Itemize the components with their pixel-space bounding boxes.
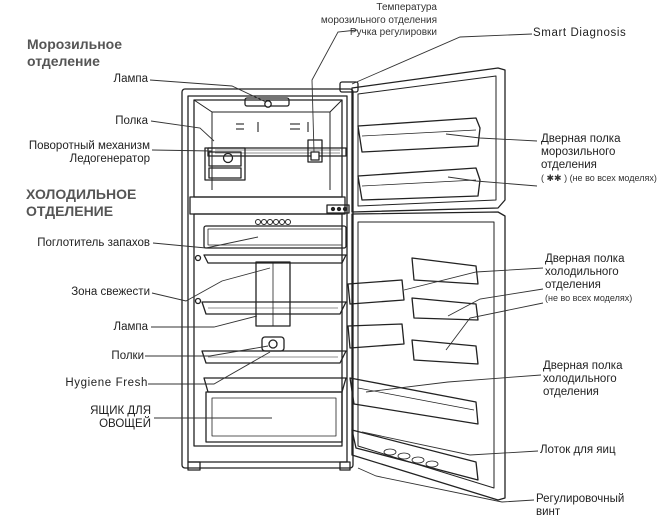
label-fridge-door-shelf-a: Дверная полка холодильного отделения (не… xyxy=(545,253,632,305)
label-temp-line1: Температура xyxy=(376,2,437,13)
fridge-door-bin-left-2 xyxy=(347,323,405,349)
crisper-cover xyxy=(203,377,347,393)
label-adjust-screw: Регулировочный винт xyxy=(536,493,624,519)
label-frdoor-b-line1: Дверная полка xyxy=(543,360,623,372)
label-fzdoor-note-text: (не во всех моделях) xyxy=(569,173,657,183)
freezer-title-line2: отделение xyxy=(27,53,100,69)
label-frdoor-a-line1: Дверная полка xyxy=(545,253,625,265)
cabinet-inner-outline xyxy=(187,95,348,463)
label-fzdoor-line3: отделения xyxy=(541,159,597,171)
label-veg-line1: ЯЩИК ДЛЯ xyxy=(90,405,151,417)
label-fridge-door-shelf-b: Дверная полка холодильного отделения xyxy=(543,360,623,399)
ice-maker xyxy=(204,147,246,181)
fridge-door-bin-left-1 xyxy=(347,279,405,305)
label-frdoor-a-line2: холодильного xyxy=(545,266,619,278)
label-veg-line2: ОВОЩЕЙ xyxy=(99,418,151,430)
fridge-door-bin-right-1 xyxy=(411,297,479,321)
hygiene-fresh-unit xyxy=(261,336,285,352)
label-frdoor-b-line2: холодильного xyxy=(543,373,617,385)
fridge-door-bin-right-2 xyxy=(411,339,479,365)
temp-dial xyxy=(307,139,323,163)
label-lamp-bottom: Лампа xyxy=(113,321,148,333)
label-temp-line3: Ручка регулировки xyxy=(349,27,437,38)
label-frdoor-b-line3: отделения xyxy=(543,386,599,398)
divider-mullion xyxy=(189,196,346,215)
label-freezer-door-shelf: Дверная полка морозильного отделения ( ✱… xyxy=(541,133,657,185)
egg-tray xyxy=(351,429,479,481)
label-fzdoor-note: ( ✱✱ ) (не во всех моделях) xyxy=(541,172,657,185)
fridge-section-title: ХОЛОДИЛЬНОЕ ОТДЕЛЕНИЕ xyxy=(26,186,136,220)
label-lamp-top: Лампа xyxy=(113,73,148,85)
label-screw-line2: винт xyxy=(536,506,561,518)
label-fresh-zone: Зона свежести xyxy=(71,286,150,298)
label-swivel-icemaker: Поворотный механизм Ледогенератор xyxy=(29,140,150,166)
fridge-shelf-1 xyxy=(203,254,347,264)
label-hygiene-fresh: Hygiene Fresh xyxy=(65,377,148,389)
label-temp-line2: морозильного отделения xyxy=(320,14,437,26)
label-fzdoor-star: ( ✱✱ ) xyxy=(541,173,568,183)
fridge-shelf-2 xyxy=(201,301,347,315)
smart-diagnosis-panel xyxy=(326,204,350,214)
label-odor-absorber: Поглотитель запахов xyxy=(37,237,150,249)
cabinet-outline xyxy=(181,88,354,469)
freezer-door-bin-2 xyxy=(357,167,481,201)
freezer-door xyxy=(351,67,506,213)
label-egg-tray: Лоток для яиц xyxy=(540,444,616,456)
label-frdoor-a-line3: отделения xyxy=(545,279,601,291)
fridge-title-line2: ОТДЕЛЕНИЕ xyxy=(26,203,114,219)
fridge-door-bin-top xyxy=(411,257,479,285)
label-frdoor-a-note: (не во всех моделях) xyxy=(545,293,633,303)
fridge-door-bin-large xyxy=(349,377,479,425)
freezer-title-line1: Морозильное xyxy=(27,36,122,52)
label-shelf-top: Полка xyxy=(115,115,148,127)
vegetable-drawer xyxy=(205,391,343,443)
label-swivel-line1: Поворотный механизм xyxy=(28,140,150,152)
label-fzdoor-line2: морозильного xyxy=(541,146,616,158)
label-freezer-temp: Температура морозильного отделения Ручка… xyxy=(321,2,437,40)
fridge-interior xyxy=(193,213,343,447)
label-screw-line1: Регулировочный xyxy=(536,493,625,505)
fridge-title-line1: ХОЛОДИЛЬНОЕ xyxy=(26,186,137,202)
fridge-door xyxy=(351,211,506,501)
fridge-shelf-3 xyxy=(201,350,347,364)
freezer-section-title: Морозильное отделение xyxy=(27,36,122,70)
label-shelves: Полки xyxy=(111,350,144,362)
label-fzdoor-line1: Дверная полка xyxy=(541,133,621,145)
freezer-door-bin-1 xyxy=(357,117,481,153)
label-swivel-line2: Ледогенератор xyxy=(69,153,150,165)
label-smart-diagnosis: Smart Diagnosis xyxy=(533,27,627,39)
door-hinge xyxy=(339,81,359,93)
label-vegetable-box: ЯЩИК ДЛЯ ОВОЩЕЙ xyxy=(90,405,151,431)
freezer-shelf xyxy=(207,147,347,157)
odor-absorber xyxy=(203,225,347,249)
